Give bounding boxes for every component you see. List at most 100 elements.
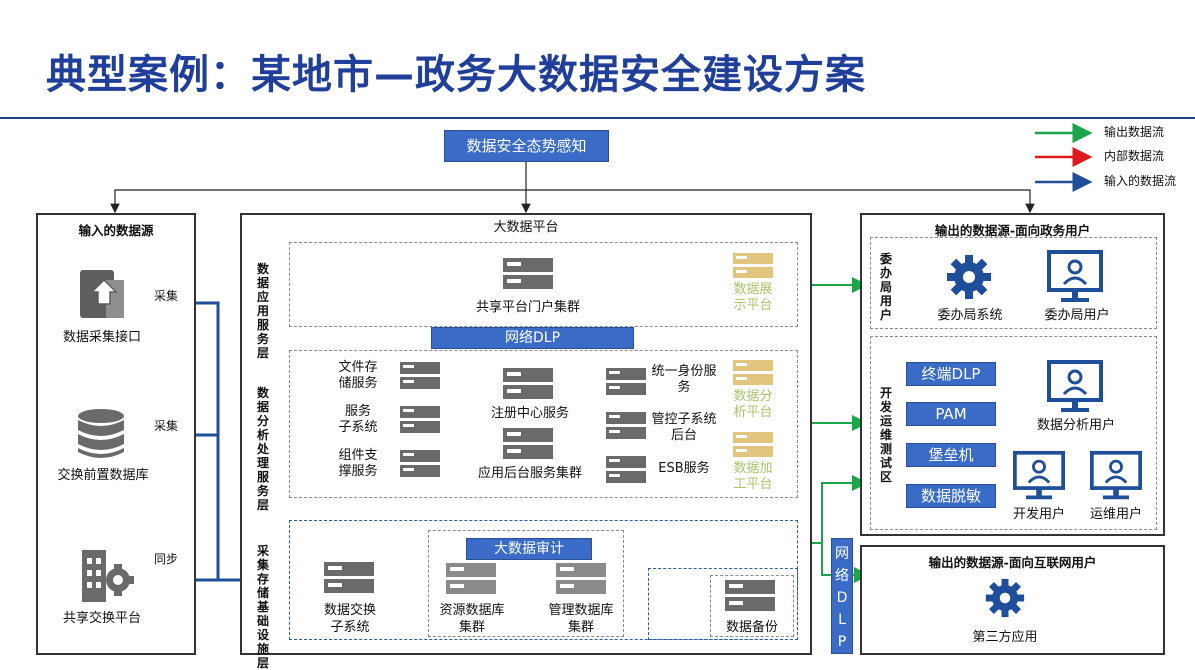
monitor-user-icon [1090,450,1142,500]
edge-sync: 同步 [154,552,179,566]
server-icon [503,368,553,399]
upload-interface-icon [80,270,124,318]
gold-server-icon [733,432,773,457]
app-backend-cluster: 应用后台服务集群 [477,466,582,481]
unified-identity-line1: 统一身份服 [651,364,717,379]
processing-platform-line1: 数据加 [733,461,773,476]
security-situation-box[interactable]: 数据安全态势感知 [444,130,609,162]
backup-zone [648,568,798,640]
gov-users-title: 输出的数据源-面向政务用户 [934,223,1091,238]
registry-service: 注册中心服务 [490,406,569,421]
building-gear-icon [82,550,134,602]
display-platform-line1: 数据展 [733,282,773,297]
server-icon [324,562,374,593]
source-front-database: 交换前置数据库 [57,468,149,483]
unified-identity-line2: 务 [677,380,691,395]
office-users-zone [870,237,1157,329]
devops-label: 开发运维测试区 [879,386,892,484]
audit-group [428,530,624,637]
server-icon [606,412,646,439]
server-icon [400,362,440,389]
resource-db-line1: 资源数据库 [439,603,505,618]
big-data-audit-box[interactable]: 大数据审计 [466,538,592,560]
office-users-label: 委办局用户 [879,252,892,322]
database-icon [78,409,124,458]
layer-infra-label: 采集存储基础设施层 [256,544,269,670]
monitor-user-icon [1047,250,1103,302]
developer-user: 开发用户 [1012,507,1065,522]
analysis-user: 数据分析用户 [1036,418,1115,433]
gold-server-icon [733,253,773,278]
internet-users-title: 输出的数据源-面向互联网用户 [928,555,1097,570]
management-db-line1: 管理数据库 [548,603,614,618]
esb-service: ESB服务 [658,461,710,476]
server-icon [725,580,775,611]
endpoint-dlp-button[interactable]: 终端DLP [906,362,996,386]
source-collect-interface: 数据采集接口 [62,330,141,345]
layer-analysis-label: 数据分析处理服务层 [256,386,269,512]
vdlp-char: 网 [835,546,849,562]
control-subsystem-line1: 管控子系统 [651,412,717,427]
bastion-host-button[interactable]: 堡垒机 [906,443,996,467]
edge-collect-1: 采集 [154,289,179,303]
processing-platform-line2: 工平台 [733,477,773,492]
server-icon [606,456,646,483]
app-service-layer [289,242,798,327]
backup-group [710,575,794,637]
big-data-platform-title: 大数据平台 [493,220,559,235]
portal-cluster: 共享平台门户集群 [475,300,580,315]
server-icon [503,258,553,289]
server-icon [606,368,646,395]
source-exchange-platform: 共享交换平台 [62,611,141,626]
legend-output: 输出数据流 [1104,125,1165,139]
gear-icon [985,578,1025,618]
title-divider [0,117,1195,119]
situational-awareness-links [110,162,1035,214]
layer-app-service-label: 数据应用服务层 [256,262,269,360]
exchange-subsystem-line1: 数据交换 [323,603,376,618]
analysis-service-layer [289,350,798,498]
gold-server-icon [733,360,773,385]
page-title: 典型案例：某地市—政务大数据安全建设方案 [46,52,866,98]
server-icon [400,406,440,433]
vdlp-char: D [836,590,848,606]
legend-input: 输入的数据流 [1104,174,1177,188]
office-system: 委办局系统 [937,308,1003,323]
analysis-platform-line1: 数据分 [733,389,773,404]
ops-user: 运维用户 [1089,507,1142,522]
server-icon [400,450,440,477]
data-masking-button[interactable]: 数据脱敏 [906,484,996,508]
server-icon [503,428,553,459]
legend-internal: 内部数据流 [1104,149,1165,163]
display-platform-line2: 示平台 [733,298,773,313]
control-subsystem-line2: 后台 [670,428,697,443]
gear-icon [947,255,991,299]
third-party-app: 第三方应用 [972,630,1038,645]
office-user: 委办局用户 [1044,308,1110,323]
monitor-user-icon [1047,360,1103,412]
legend-arrows [1035,123,1093,192]
server-icon [556,563,606,594]
network-dlp-bar[interactable]: 网络DLP [431,327,634,349]
management-db-line2: 集群 [567,620,594,635]
vertical-network-dlp[interactable]: 网 络 D L P [831,538,853,654]
input-sources-title: 输入的数据源 [78,223,154,238]
vdlp-char: L [838,612,846,628]
service-subsystem-line1: 服务 [344,404,371,419]
monitor-user-icon [1013,450,1065,500]
resource-db-line2: 集群 [458,620,485,635]
server-icon [446,563,496,594]
devops-zone [870,336,1157,530]
file-storage-line2: 储服务 [338,376,378,391]
data-backup: 数据备份 [725,620,778,635]
pam-button[interactable]: PAM [906,402,996,426]
file-storage-line1: 文件存 [338,360,378,375]
component-support-line2: 撑服务 [338,464,378,479]
vdlp-char: 络 [835,568,849,584]
vdlp-char: P [837,634,847,650]
exchange-subsystem-line2: 子系统 [330,620,370,635]
component-support-line1: 组件支 [338,448,378,463]
analysis-platform-line2: 析平台 [733,405,773,420]
edge-collect-2: 采集 [154,419,179,433]
service-subsystem-line2: 子系统 [338,420,378,435]
